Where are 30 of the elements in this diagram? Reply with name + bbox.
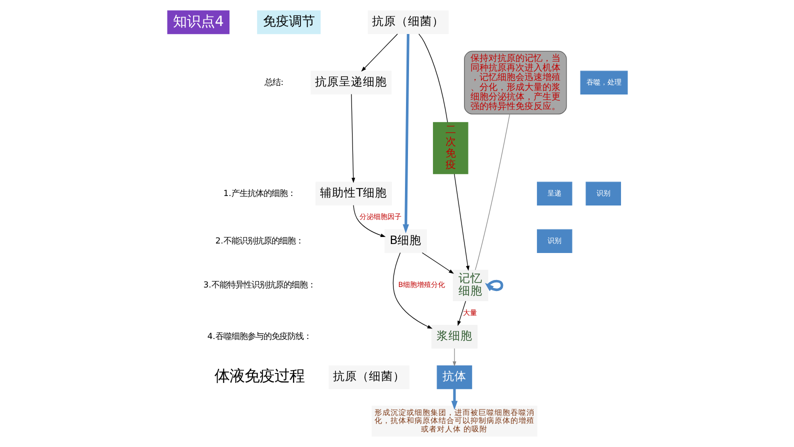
arrow <box>450 388 458 410</box>
node-box: 抗体 <box>436 365 472 390</box>
arrow <box>392 252 432 329</box>
arrow <box>421 252 454 274</box>
arrow <box>454 174 470 271</box>
arrow <box>352 204 386 238</box>
arrow <box>452 348 456 367</box>
label: 知识点4 <box>172 14 224 30</box>
node-box: 二次免疫 <box>432 122 468 174</box>
label: 总结: <box>264 76 284 87</box>
arrow <box>360 34 398 72</box>
arrow <box>350 94 355 183</box>
label: 3.不能特异性识别抗原的细胞： <box>202 280 315 290</box>
node-box: 记忆细胞 <box>452 270 488 302</box>
arrow <box>457 300 466 326</box>
label: 体液免疫过程 <box>214 367 304 386</box>
node-box: B细胞 <box>384 229 426 254</box>
node-box: 抗原（细菌） <box>367 10 448 34</box>
node-box: 辅助性T细胞 <box>315 182 392 206</box>
arrow <box>484 280 503 292</box>
node-box: 抗原呈递细胞 <box>310 70 392 94</box>
node-box: 保持对抗原的记忆，当同种抗原再次进入机体，记忆细胞会迅速增殖、分化，形成大量的浆细胞分泌抗体，产生更强的特异性免疫反应。 <box>464 50 566 114</box>
label: 4.吞噬细胞参与的免疫防线： <box>206 330 311 341</box>
label: 免疫调节 <box>262 14 314 30</box>
arrow <box>402 34 409 234</box>
label: 1.产生抗体的细胞： <box>222 188 295 198</box>
connector <box>474 114 510 270</box>
connector <box>418 34 448 123</box>
node-box: 浆细胞 <box>430 324 478 349</box>
label: 2.不能识别抗原的细胞： <box>214 235 303 246</box>
